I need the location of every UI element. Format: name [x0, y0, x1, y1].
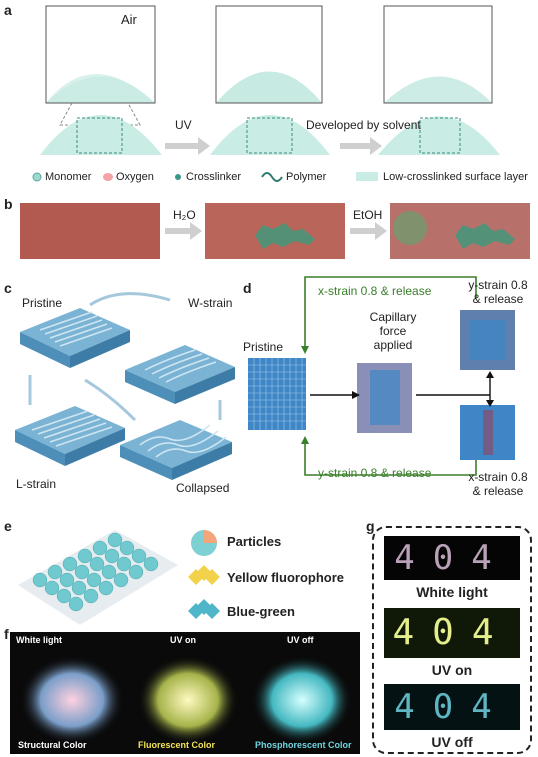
capillary-line-2: force	[379, 324, 407, 338]
x-release-line-1: x-strain 0.8	[468, 470, 528, 484]
panel-f-image: White light UV on UV off Structural Colo…	[10, 632, 360, 754]
f-uv-on-label: UV on	[170, 635, 196, 645]
w-strain-label: W-strain	[188, 296, 233, 310]
slab-l-strain	[15, 406, 125, 466]
uv-label: UV	[175, 118, 192, 132]
display-uv-off-digits: 404	[394, 687, 510, 727]
panel-e-label: e	[4, 518, 12, 534]
y-release-line-1: y-strain 0.8	[468, 278, 528, 292]
panel-d-label: d	[243, 280, 252, 296]
y-strain-loop	[304, 440, 477, 476]
f-white-light-label: White light	[16, 635, 62, 645]
structural-color-glow	[20, 656, 124, 744]
etoh-label: EtOH	[353, 208, 383, 222]
x-strain-loop	[304, 276, 477, 350]
l-strain-label: L-strain	[16, 477, 57, 491]
panel-d-diagram	[248, 276, 515, 476]
legend-monomer: Monomer	[45, 171, 92, 183]
panel-a-stage-2	[210, 5, 330, 155]
panel-b-label: b	[4, 196, 13, 212]
blue-green-label: Blue-green	[227, 604, 295, 619]
develop-arrow	[340, 137, 382, 155]
slab-collapsed	[120, 420, 232, 480]
y-release-label: y-strain 0.8 & release	[458, 278, 538, 306]
crosslinker-icon	[175, 174, 181, 180]
panel-a-stage-1	[40, 5, 162, 155]
slab-w-strain	[125, 345, 235, 404]
structural-color-label: Structural Color	[18, 740, 87, 750]
h2o-label: H₂O	[173, 208, 196, 222]
slab-pristine	[20, 308, 130, 368]
collapsed-label: Collapsed	[176, 481, 230, 495]
g-uv-on-caption: UV on	[431, 662, 473, 678]
g-uv-off-caption: UV off	[431, 734, 473, 750]
arrow-pristine-to-w	[89, 292, 171, 307]
etoh-arrow	[350, 222, 387, 240]
display-uv-off: 404	[384, 684, 520, 730]
panel-c-label: c	[4, 280, 12, 296]
panel-b-image-1	[20, 203, 160, 259]
legend-polymer: Polymer	[286, 171, 327, 183]
fluorescent-color-label: Fluorescent Color	[138, 740, 216, 750]
x-strain-top-label: x-strain 0.8 & release	[318, 284, 432, 298]
phosphorescent-color-label: Phosphorescent Color	[255, 740, 352, 750]
panel-a-stage-3	[378, 5, 500, 155]
monomer-icon	[32, 172, 42, 182]
display-white-light: 404	[384, 536, 520, 580]
air-label: Air	[121, 12, 137, 27]
panel-g-label: g	[366, 518, 375, 534]
panel-a-label: a	[4, 2, 12, 18]
d-pristine-label: Pristine	[243, 340, 284, 354]
pristine-label: Pristine	[22, 296, 63, 310]
capillary-line-3: applied	[373, 338, 413, 352]
g-white-light-caption: White light	[416, 584, 488, 600]
polymer-icon	[261, 172, 283, 182]
display-uv-on: 404	[384, 608, 520, 658]
display-white-light-digits: 404	[394, 538, 510, 578]
y-release-line-2: & release	[472, 292, 524, 306]
panel-a-diagram	[32, 5, 500, 182]
h2o-arrow	[165, 222, 202, 240]
grid-pristine	[248, 358, 306, 430]
panel-e-diagram	[18, 530, 220, 625]
panel-f-label: f	[4, 626, 9, 642]
panel-c-diagram	[15, 292, 235, 480]
x-release-label: x-strain 0.8 & release	[458, 470, 538, 498]
panel-g-frame: 404 White light 404 UV on 404 UV off	[372, 526, 532, 754]
yellow-fluorophore-label: Yellow fluorophore	[227, 570, 345, 585]
capillary-label: Capillary force applied	[358, 310, 428, 352]
uv-arrow	[165, 137, 210, 155]
arrow-pristine-collapsed	[84, 378, 137, 422]
legend-surface-layer: Low-crosslinked surface layer	[383, 171, 528, 183]
particle-array	[32, 532, 159, 612]
surface-layer-icon	[356, 172, 378, 181]
blue-green-icon	[188, 599, 220, 619]
panel-b-images	[20, 203, 530, 259]
particles-label: Particles	[227, 534, 282, 549]
phosphorescent-color-glow	[252, 656, 352, 744]
yellow-fluorophore-icon	[188, 565, 220, 585]
display-uv-on-digits: 404	[392, 612, 512, 653]
capillary-line-1: Capillary	[369, 310, 417, 324]
legend-oxygen: Oxygen	[116, 171, 154, 183]
fluorescent-color-glow	[138, 656, 238, 744]
y-strain-bottom-label: y-strain 0.8 & release	[318, 466, 432, 480]
oxygen-icon	[103, 173, 113, 181]
developed-label: Developed by solvent	[306, 118, 421, 132]
f-uv-off-label: UV off	[287, 635, 314, 645]
legend-crosslinker: Crosslinker	[186, 171, 242, 183]
x-release-line-2: & release	[472, 484, 524, 498]
